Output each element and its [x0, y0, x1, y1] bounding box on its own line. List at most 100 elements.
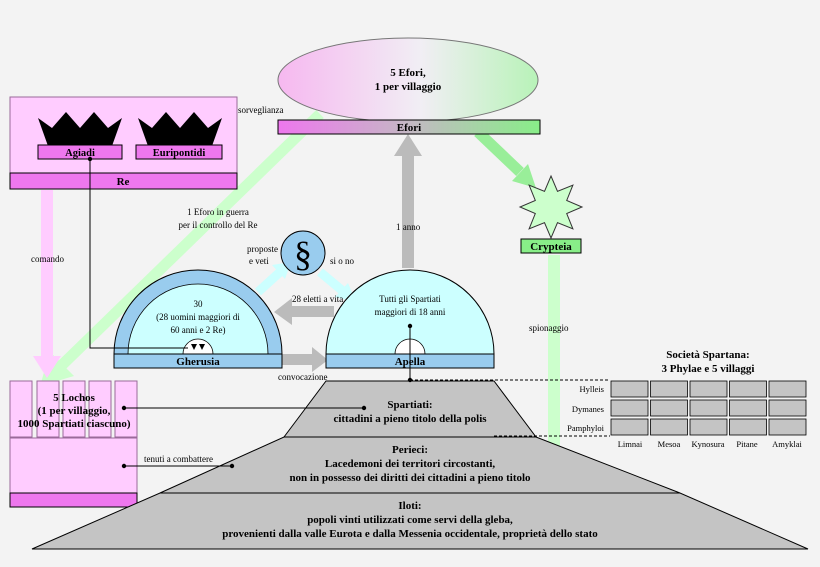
perieci-desc-line2: non in possesso dei diritti dei cittadin…: [289, 472, 531, 484]
society-cell: [650, 399, 688, 417]
village-limnai: Limnai: [618, 439, 643, 449]
society-cell: [689, 418, 728, 436]
society-cell: [768, 399, 807, 417]
lochos-text-line2: (1 per villaggio,: [38, 405, 111, 417]
perieci-title: Perieci:: [392, 444, 428, 456]
crypteia-label: Crypteia: [530, 241, 572, 253]
efori-ellipse: [277, 37, 539, 123]
crypteia-to-iloti-arrow: [548, 255, 560, 473]
house-agiadi-label: Agiadi: [65, 148, 95, 159]
phyle-hylleis: Hylleis: [579, 384, 604, 394]
efori-per-village: 1 per villaggio: [375, 81, 442, 93]
war-note-line1: 1 Eforo in guerra: [187, 207, 249, 217]
spartiati-desc: cittadini a pieno titolo della polis: [333, 413, 487, 425]
vote-label: si o no: [330, 256, 355, 266]
re-label: Re: [117, 176, 130, 188]
apella-dome: [325, 269, 495, 355]
efori-block: 5 Efori, 1 per villaggio Efori sorveglia…: [238, 37, 541, 135]
dot: [87, 156, 93, 162]
efori-bar: [277, 119, 541, 135]
iloti-desc-line2: provenienti dalla valle Eurota e dalla M…: [222, 528, 598, 540]
convocazione-arrowhead: [312, 347, 328, 372]
war-note-line2: per il controllo del Re: [179, 220, 258, 230]
gherusia-dome-inner: [127, 283, 269, 355]
gherusia-text-line3: 60 anni e 2 Re): [171, 325, 226, 335]
spionaggio-label: spionaggio: [529, 323, 569, 333]
iloti-desc-line1: popoli vinti utilizzati come servi della…: [307, 514, 513, 526]
gherusia-block: Gherusia 30 (28 uomini maggiori di 60 an…: [113, 269, 283, 369]
re-to-lochos-arrowhead: [33, 356, 61, 378]
dot: [361, 405, 367, 411]
society-title-line1: Società Spartana:: [666, 349, 749, 361]
crown-icon: [138, 112, 222, 146]
society-cell: [729, 380, 767, 398]
fight-label: tenuti a combattere: [144, 454, 213, 464]
convocazione-label: convocazione: [278, 372, 327, 382]
society-grid: [610, 380, 807, 436]
gherusia-label: Gherusia: [176, 356, 220, 368]
house-euripontidi-label: Euripontidi: [153, 148, 206, 159]
crypteia-block: Crypteia spionaggio: [518, 174, 584, 333]
dot: [407, 377, 413, 383]
efori-to-crypteia-arrow: [474, 128, 524, 176]
re-to-lochos-arrow: [41, 190, 53, 356]
lochos-column: [9, 380, 33, 438]
society-cell: [768, 418, 807, 436]
society-cell: [729, 399, 767, 417]
king-marker-icon: [199, 344, 205, 350]
gherusia-text-line2: (28 uomini maggiori di: [156, 312, 240, 322]
lochos-base-box: [9, 437, 138, 494]
perieci-desc-line1: Lacedemoni dei territori circostanti,: [325, 458, 495, 470]
lochos-column: [62, 380, 86, 438]
society-title-line2: 3 Phylae e 5 villaggi: [662, 363, 755, 375]
society-cell: [610, 399, 649, 417]
house-agiadi-box: [37, 144, 123, 160]
village-mesoa: Mesoa: [658, 439, 681, 449]
society-cell: [650, 380, 688, 398]
connectors-layer: [89, 159, 610, 467]
crypteia-box: [520, 238, 582, 254]
proposals-line2: e veti: [249, 256, 269, 266]
apella-text-line1: Tutti gli Spartiati: [379, 294, 441, 304]
kings-to-gherusia-line: [89, 159, 188, 349]
lochos-column: [114, 380, 138, 438]
proposals-line1: proposte: [247, 244, 278, 254]
convocazione-arrow: [282, 354, 314, 365]
society-cell: [610, 380, 649, 398]
lochos-bar: [9, 492, 138, 508]
efori-label: Efori: [397, 122, 421, 134]
law-circle-icon: [280, 230, 326, 276]
apella-text-line2: maggiori di 18 anni: [375, 307, 446, 317]
phyle-dymanes: Dymanes: [572, 404, 604, 414]
gherusia-bar: [113, 353, 283, 369]
efori-count: 5 Efori,: [390, 67, 426, 79]
society-cell: [650, 418, 688, 436]
phyle-pamphyloi: Pamphyloi: [567, 423, 604, 433]
dot: [407, 323, 413, 329]
crown-icon: [38, 112, 122, 146]
gherusia-text-line1: 30: [194, 299, 204, 309]
law-to-apella-arrow: [317, 268, 347, 296]
lochos-column: [88, 380, 112, 438]
re-bar: [9, 172, 238, 190]
efori-to-lochos-arrow: [58, 110, 324, 369]
section-sign-icon: §: [294, 234, 312, 274]
dot: [229, 463, 235, 469]
apella-to-efori-arrow: [402, 156, 414, 268]
society-cell: [729, 418, 767, 436]
society-cell: [768, 380, 807, 398]
pyramid-block: Spartiati: cittadini a pieno titolo dell…: [31, 380, 809, 550]
dot: [121, 463, 127, 469]
elected-label: 28 eletti a vita: [292, 294, 343, 304]
gherusia-to-law-arrow: [254, 268, 284, 296]
comando-label: comando: [31, 254, 64, 264]
pyramid-spartiati: [283, 380, 537, 438]
king-marker-icon: [191, 344, 197, 350]
society-cell: [689, 380, 728, 398]
society-cell: [610, 418, 649, 436]
crypteia-star-icon: [518, 174, 584, 240]
society-cell: [689, 399, 728, 417]
lochos-text-line1: 5 Lochos: [53, 392, 96, 404]
